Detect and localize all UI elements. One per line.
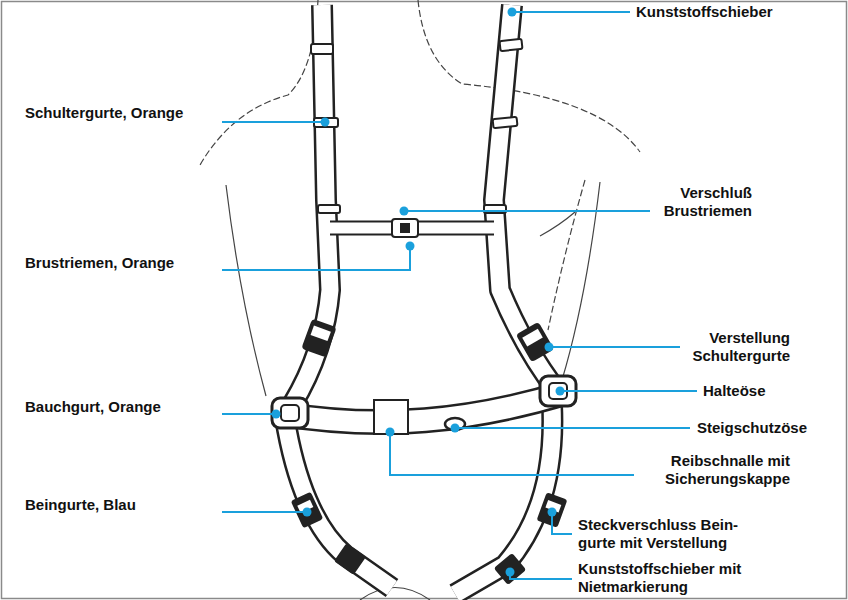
leader-dot	[400, 207, 409, 216]
leg-strap	[285, 418, 392, 588]
leader-dot	[272, 410, 281, 419]
leader-dot	[556, 387, 565, 396]
shoulder-adjuster	[301, 319, 336, 358]
d-ring	[281, 405, 299, 421]
shoulder-strap	[494, 5, 558, 392]
plastic-slider	[311, 44, 333, 54]
leader-line	[455, 427, 690, 429]
shoulder-adjuster	[516, 322, 555, 363]
part-label: Reibschnalle mit Sicherungskappe	[596, 452, 790, 488]
leader-dot	[303, 508, 312, 517]
leg-strap	[285, 418, 392, 588]
d-ring	[272, 398, 308, 428]
hardware	[272, 39, 576, 585]
leg-strap	[455, 405, 552, 594]
part-label: Schultergurte, Orange	[25, 104, 215, 122]
body-outline	[200, 0, 318, 165]
part-label: Bauchgurt, Orange	[25, 398, 215, 416]
shoulder-strap	[494, 5, 558, 392]
chest-buckle	[392, 219, 418, 237]
leader-dot	[545, 343, 554, 352]
leader-line	[222, 511, 307, 513]
waist-belt	[282, 392, 568, 422]
leader-dot	[321, 118, 330, 127]
shoulder-adjuster	[522, 329, 543, 347]
leader-dot	[506, 568, 515, 577]
arm-outline	[548, 180, 585, 330]
chest-buckle	[400, 223, 410, 233]
leg-strap	[455, 405, 552, 594]
part-label: Steigschutzöse	[697, 419, 837, 437]
leader-dot	[386, 428, 395, 437]
part-label: Verstellung Schultergurte	[616, 329, 790, 365]
leader-line	[222, 121, 325, 123]
leader-dots	[272, 8, 565, 577]
body-outline	[200, 0, 640, 600]
d-ring	[549, 383, 567, 399]
leader-dot	[451, 424, 460, 433]
leader-line	[510, 572, 572, 579]
leg-slider	[334, 543, 366, 575]
part-label: Verschluß Brustriemen	[596, 184, 752, 220]
part-label: Steckverschluss Bein- gurte mit Verstell…	[578, 516, 763, 552]
leader-line	[560, 390, 697, 392]
body-outline	[418, 0, 640, 152]
waist-belt	[282, 392, 568, 422]
leader-line	[404, 210, 650, 212]
plastic-slider	[500, 39, 523, 51]
part-label: Kunststoffschieber mit Nietmarkierung	[578, 560, 770, 596]
leg-slider	[494, 553, 527, 585]
shoulder-adjuster	[311, 326, 331, 342]
leader-line	[222, 413, 276, 415]
body-outline	[226, 185, 266, 396]
leader-line	[512, 11, 630, 13]
straps	[282, 5, 568, 594]
leader-lines	[222, 12, 697, 579]
leader-line	[222, 246, 410, 270]
plastic-slider	[493, 117, 518, 128]
leader-dot	[548, 508, 557, 517]
part-label: Kunststoffschieber	[636, 3, 836, 21]
leader-dot	[508, 8, 517, 17]
leg-buckle	[291, 492, 324, 528]
leader-line	[549, 346, 680, 348]
body-outline	[360, 588, 430, 600]
part-label: Beingurte, Blau	[25, 496, 215, 514]
leader-line	[390, 432, 634, 475]
part-label: Brustriemen, Orange	[25, 254, 215, 272]
leader-dot	[406, 242, 415, 251]
plastic-slider	[318, 205, 340, 213]
part-label: Halteöse	[703, 382, 833, 400]
arm-outline	[540, 212, 575, 236]
